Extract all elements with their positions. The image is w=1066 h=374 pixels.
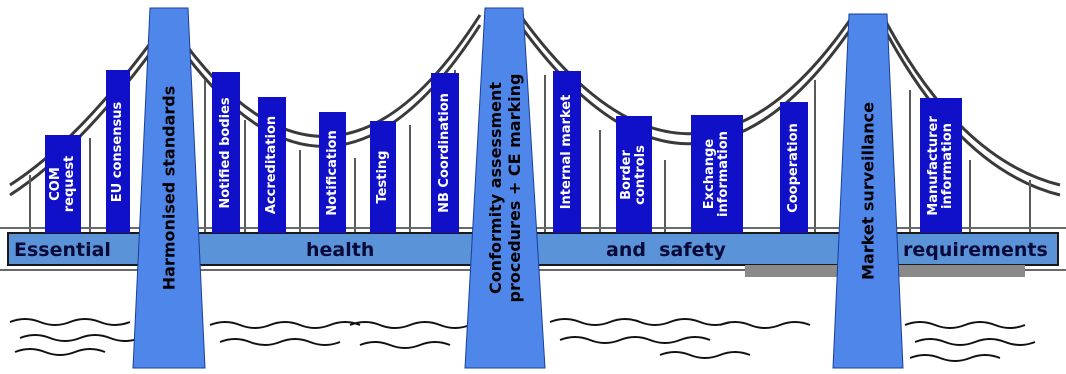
bridge-hangers [29, 70, 1031, 232]
pillar-harmonised-standards: Harmonised standards [133, 8, 205, 368]
pylon-right [832, 13, 904, 369]
box-label: Testing [375, 150, 390, 204]
pylon-left [132, 7, 206, 369]
box-label: Notification [324, 129, 340, 216]
box-label: NB Coordination [437, 93, 452, 213]
box-cooperation: Cooperation [780, 102, 808, 233]
box-label: COM request [48, 155, 77, 213]
box-exchange-information: Exchange information [691, 115, 743, 233]
deck-word-and-safety: and safety [606, 239, 726, 261]
pylon-center [464, 7, 546, 369]
box-label: Manufacturer information [926, 115, 955, 216]
box-label: Internal market [559, 94, 574, 210]
box-label: Border controls [619, 144, 648, 205]
box-notification: Notification [319, 112, 346, 233]
deck-word-essential: Essential [14, 239, 111, 261]
box-com-request: COM request [45, 135, 81, 233]
box-nb-coordination: NB Coordination [431, 73, 459, 233]
pillar-conformity-assessment: Conformity assessment procedures + CE ma… [465, 8, 545, 368]
box-label: EU consensus [110, 101, 125, 202]
pillar-market-surveillance: Market surveillance [833, 14, 903, 368]
box-label: Accreditation [264, 115, 279, 215]
box-testing: Testing [370, 121, 396, 233]
water-waves [9, 318, 1036, 362]
box-label: Exchange information [702, 131, 731, 217]
box-border-controls: Border controls [616, 116, 652, 233]
box-notified-bodies: Notified bodies [212, 72, 240, 233]
box-label: Cooperation [786, 122, 801, 213]
box-manufacturer-information: Manufacturer information [920, 98, 962, 233]
deck-word-requirements: requirements [903, 239, 1048, 261]
pillar-label: Conformity assessment procedures + CE ma… [486, 73, 524, 303]
box-label: Notified bodies [218, 96, 233, 209]
box-accreditation: Accreditation [258, 97, 286, 233]
box-eu-consensus: EU consensus [106, 70, 130, 233]
pillar-label: Harmonised standards [159, 85, 179, 291]
box-internal-market: Internal market [553, 71, 581, 233]
pillar-label: Market surveillance [858, 102, 878, 280]
deck-word-health: health [306, 239, 375, 261]
